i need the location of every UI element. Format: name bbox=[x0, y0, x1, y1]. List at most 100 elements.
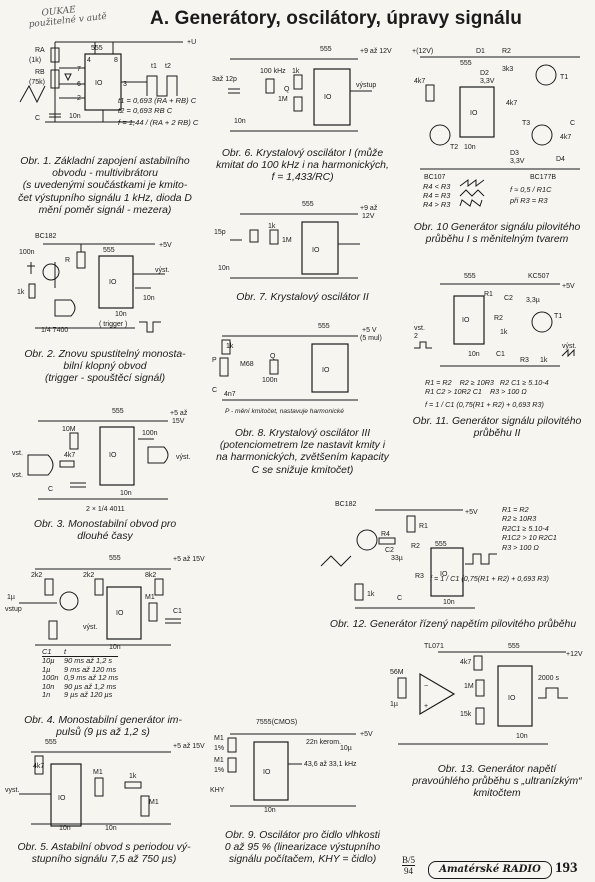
svg-text:RA: RA bbox=[35, 47, 45, 54]
svg-text:C2: C2 bbox=[385, 547, 394, 554]
svg-text:3k3: 3k3 bbox=[502, 66, 513, 73]
svg-text:(1k): (1k) bbox=[29, 57, 41, 64]
svg-text:IO: IO bbox=[116, 610, 124, 617]
svg-text:555: 555 bbox=[464, 273, 476, 280]
caption-obr5: Obr. 5. Astabilní obvod s periodou vý-st… bbox=[17, 842, 191, 866]
svg-text:R3: R3 bbox=[520, 357, 529, 364]
svg-text:+5 až 15V: +5 až 15V bbox=[173, 556, 205, 563]
svg-text:10n: 10n bbox=[516, 733, 528, 740]
svg-text:+5V: +5V bbox=[360, 731, 373, 738]
svg-text:RB: RB bbox=[35, 69, 45, 76]
svg-text:100n: 100n bbox=[262, 377, 278, 384]
svg-text:1µ: 1µ bbox=[7, 594, 15, 601]
svg-text:555: 555 bbox=[91, 45, 103, 52]
caption-obr8: Obr. 8. Krystalový oscilátor III(potenci… bbox=[216, 428, 389, 476]
svg-text:8k2: 8k2 bbox=[145, 572, 156, 579]
magazine-logo: Amatérské RADIO bbox=[428, 861, 552, 879]
schematic-obr6: 555 +9 až 12V 100 kHz 3až 12p 1k 1M Q IO… bbox=[210, 45, 392, 140]
svg-text:10M: 10M bbox=[62, 426, 76, 433]
svg-text:BC182: BC182 bbox=[35, 233, 57, 240]
page-number: 193 bbox=[555, 860, 578, 876]
svg-text:−: − bbox=[424, 683, 428, 690]
svg-text:4k7: 4k7 bbox=[33, 763, 44, 770]
svg-text:M1: M1 bbox=[93, 769, 103, 776]
svg-text:D4: D4 bbox=[556, 156, 565, 163]
svg-text:3,3V: 3,3V bbox=[480, 78, 495, 85]
svg-text:1/4 7400: 1/4 7400 bbox=[41, 327, 68, 334]
svg-text:10n: 10n bbox=[264, 807, 276, 814]
svg-text:3až 12p: 3až 12p bbox=[212, 76, 237, 83]
svg-text:M1: M1 bbox=[214, 757, 224, 764]
svg-text:+5V: +5V bbox=[465, 509, 478, 516]
svg-text:IO: IO bbox=[462, 317, 470, 324]
svg-text:56M: 56M bbox=[390, 669, 404, 676]
svg-text:+5V: +5V bbox=[159, 242, 172, 249]
svg-text:4k7: 4k7 bbox=[460, 659, 471, 666]
svg-text:R4: R4 bbox=[381, 531, 390, 538]
svg-text:555: 555 bbox=[112, 408, 124, 415]
svg-text:1%: 1% bbox=[214, 745, 224, 752]
svg-text:IO: IO bbox=[324, 94, 332, 101]
svg-text:4k7: 4k7 bbox=[560, 134, 571, 141]
svg-text:555: 555 bbox=[103, 247, 115, 254]
svg-text:4: 4 bbox=[87, 57, 91, 64]
svg-text:4k7: 4k7 bbox=[414, 78, 425, 85]
svg-text:vstup: vstup bbox=[5, 606, 22, 613]
svg-text:10n: 10n bbox=[218, 265, 230, 272]
handwritten-note: OUKAE použitelné v autě bbox=[28, 5, 108, 31]
svg-text:10n: 10n bbox=[143, 295, 155, 302]
svg-text:15p: 15p bbox=[214, 229, 226, 236]
obr12-f: f = 1 / C1 (0,75(R1 + R2) + 0,693 R3) bbox=[430, 574, 549, 583]
svg-text:T3: T3 bbox=[522, 120, 530, 127]
caption-obr7: Obr. 7. Krystalový oscilátor II bbox=[236, 292, 369, 303]
caption-obr4: Obr. 4. Monostabilní generátor im-pulsů … bbox=[24, 715, 182, 739]
schematic-obr13: TL071 555 +12V 4k7 56M −+ 1M IO 2000 s 1… bbox=[388, 640, 588, 760]
svg-text:+5V: +5V bbox=[562, 283, 575, 290]
obr11-formulas: R1 = R2 R2 ≥ 10R3 R2 C1 ≥ 5.10-4 R1 C2 >… bbox=[425, 378, 549, 409]
svg-text:1k: 1k bbox=[268, 223, 276, 230]
svg-text:R: R bbox=[65, 257, 70, 264]
page-title: A. Generátory, oscilátory, úpravy signál… bbox=[150, 8, 522, 29]
svg-text:+9 až: +9 až bbox=[360, 205, 378, 212]
svg-text:555: 555 bbox=[435, 541, 447, 548]
svg-text:IO: IO bbox=[58, 795, 66, 802]
svg-text:1µ: 1µ bbox=[390, 701, 398, 708]
obr8-note: P - mění kmitočet, nastavuje harmonické bbox=[225, 408, 344, 415]
svg-text:výst.: výst. bbox=[176, 454, 190, 461]
svg-text:výstup: výstup bbox=[356, 82, 376, 89]
svg-text:BC107: BC107 bbox=[424, 174, 446, 181]
svg-text:T2: T2 bbox=[450, 144, 458, 151]
svg-text:7: 7 bbox=[77, 66, 81, 73]
caption-obr12: Obr. 12. Generátor řízený napětím pilovi… bbox=[329, 619, 577, 630]
svg-text:IO: IO bbox=[322, 367, 330, 374]
svg-text:8: 8 bbox=[114, 57, 118, 64]
svg-text:4n7: 4n7 bbox=[224, 391, 236, 398]
svg-text:1M: 1M bbox=[278, 96, 288, 103]
obr10-f: f ≈ 0,5 / R1C při R3 = R3 bbox=[510, 185, 552, 205]
svg-text:10n: 10n bbox=[234, 118, 246, 125]
caption-obr2: Obr. 2. Znovu spustitelný monosta-bilní … bbox=[24, 349, 186, 385]
svg-text:výst.: výst. bbox=[562, 343, 576, 350]
svg-text:10n: 10n bbox=[109, 644, 121, 651]
svg-text:+U: +U bbox=[187, 39, 196, 46]
svg-text:výst.: výst. bbox=[155, 267, 169, 274]
svg-text:IO: IO bbox=[95, 80, 103, 87]
svg-text:555: 555 bbox=[460, 60, 472, 67]
issue-number: B/5 94 bbox=[402, 855, 416, 876]
svg-text:R1: R1 bbox=[419, 523, 428, 530]
svg-text:KHY: KHY bbox=[210, 787, 225, 794]
svg-text:C: C bbox=[48, 486, 53, 493]
svg-text:KC507: KC507 bbox=[528, 273, 550, 280]
